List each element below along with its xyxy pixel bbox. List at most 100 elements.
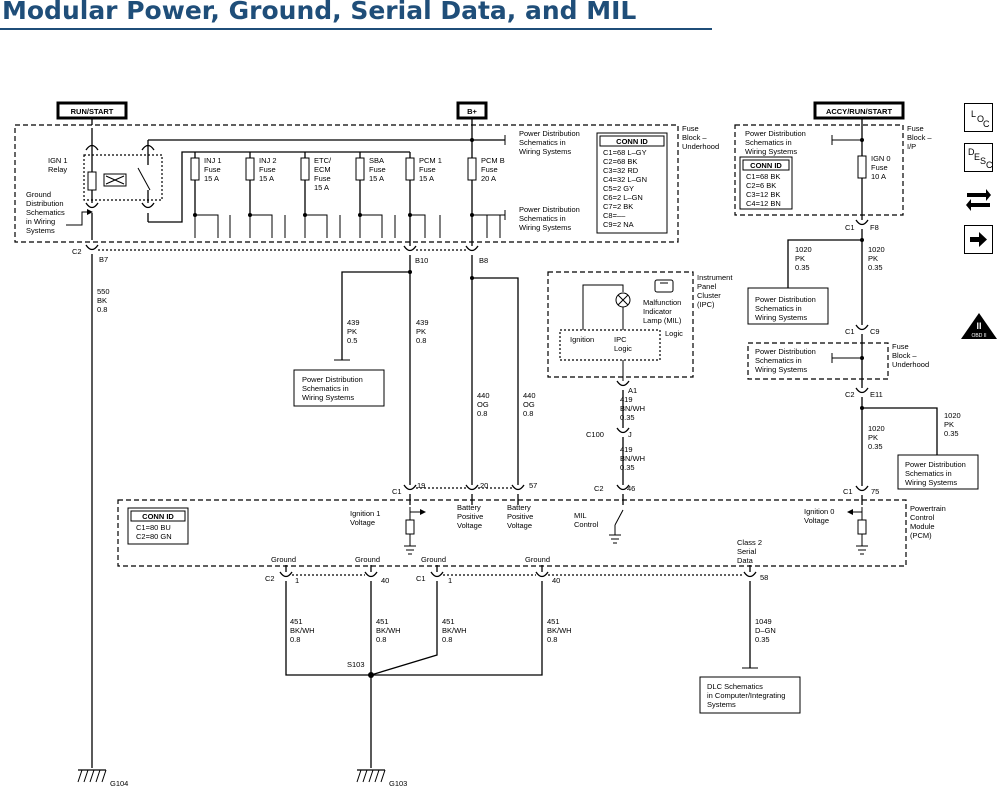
svg-text:Panel: Panel [697, 282, 717, 291]
svg-text:C1: C1 [845, 223, 855, 232]
svg-text:in Wiring: in Wiring [26, 217, 55, 226]
svg-text:1020: 1020 [868, 424, 885, 433]
svg-text:Ignition: Ignition [570, 335, 594, 344]
svg-text:15 A: 15 A [419, 174, 434, 183]
svg-text:40: 40 [381, 576, 389, 585]
svg-text:Fuse: Fuse [369, 165, 386, 174]
connector-b8: B8 440 OG 0.8 440 OG 0.8 [416, 245, 536, 485]
svg-text:Cluster: Cluster [697, 291, 721, 300]
svg-text:15 A: 15 A [259, 174, 274, 183]
svg-text:451: 451 [376, 617, 389, 626]
svg-text:1020: 1020 [944, 411, 961, 420]
connector-swap-icon[interactable] [964, 184, 993, 213]
wire-1020-ip-a: 1020 PK 0.35 1020 PK 0.35 [787, 238, 885, 288]
fuse-pcmb: PCM B Fuse 20 A [467, 140, 505, 246]
svg-text:ECM: ECM [314, 165, 331, 174]
svg-text:Instrument: Instrument [697, 273, 733, 282]
swap-arrows-icon [966, 189, 991, 211]
description-button[interactable]: D E S C [964, 143, 993, 172]
fuse-ign0: IGN 0 Fuse 10 A [857, 125, 891, 220]
svg-text:0.8: 0.8 [523, 409, 533, 418]
fuse-pcm1: PCM 1 Fuse 15 A [405, 152, 442, 246]
power-dist-ref-ip: Power Distribution Schematics in Wiring … [745, 129, 864, 156]
ground-g103: G103 [356, 769, 407, 788]
svg-text:Wiring Systems: Wiring Systems [755, 313, 807, 322]
svg-text:J: J [628, 430, 632, 439]
pcm-bottom-pins: Ground Ground Ground Ground Class 2 Seri… [265, 538, 768, 585]
connector-c100-j: C100 J 419 BN/WH 0.35 [586, 427, 645, 485]
svg-text:Power Distribution: Power Distribution [905, 460, 966, 469]
location-button[interactable]: L O C [964, 103, 993, 132]
svg-text:Class 2: Class 2 [737, 538, 762, 547]
svg-text:Voltage: Voltage [507, 521, 532, 530]
connector-c2-e11: C2 E11 [845, 387, 883, 486]
svg-text:439: 439 [347, 318, 360, 327]
svg-text:440: 440 [523, 391, 536, 400]
accy-run-start-header: ACCY/RUN/START [813, 101, 905, 125]
ign1-relay: IGN 1 Relay [48, 128, 163, 209]
svg-text:0.35: 0.35 [944, 429, 959, 438]
svg-text:Voltage: Voltage [457, 521, 482, 530]
svg-text:BK/WH: BK/WH [376, 626, 401, 635]
fuse-output-stubs [193, 138, 501, 238]
svg-text:439: 439 [416, 318, 429, 327]
svg-text:Ground: Ground [355, 555, 380, 564]
svg-text:INJ 2: INJ 2 [259, 156, 277, 165]
svg-text:451: 451 [290, 617, 303, 626]
svg-text:BN/WH: BN/WH [620, 404, 645, 413]
svg-text:0.8: 0.8 [416, 336, 426, 345]
svg-text:Schematics in: Schematics in [519, 138, 566, 147]
obd-ii-icon[interactable]: II OBD II [961, 313, 997, 339]
svg-text:BN/WH: BN/WH [620, 454, 645, 463]
svg-text:Distribution: Distribution [26, 199, 64, 208]
svg-text:Block –: Block – [682, 133, 707, 142]
svg-text:Schematics in: Schematics in [519, 214, 566, 223]
svg-text:OG: OG [523, 400, 535, 409]
next-page-button[interactable] [964, 225, 993, 254]
svg-text:Powertrain: Powertrain [910, 504, 946, 513]
svg-text:0.8: 0.8 [547, 635, 557, 644]
svg-text:Wiring Systems: Wiring Systems [745, 147, 797, 156]
svg-text:Systems: Systems [707, 700, 736, 709]
svg-text:Fuse: Fuse [481, 165, 498, 174]
svg-text:D–GN: D–GN [755, 626, 776, 635]
svg-text:PCM B: PCM B [481, 156, 505, 165]
svg-text:Systems: Systems [26, 226, 55, 235]
svg-text:IGN 1: IGN 1 [48, 156, 68, 165]
svg-text:IGN 0: IGN 0 [871, 154, 891, 163]
connector-a1: A1 419 BN/WH 0.35 [616, 380, 645, 428]
svg-text:(PCM): (PCM) [910, 531, 932, 540]
conn-id-ip: CONN ID C1=68 BK C2=6 BK C3=12 BK C4=12 … [739, 156, 793, 210]
loc-letter-l: L [971, 109, 977, 119]
svg-text:0.8: 0.8 [477, 409, 487, 418]
svg-text:Battery: Battery [457, 503, 481, 512]
svg-text:Ignition 1: Ignition 1 [350, 509, 380, 518]
desc-letter-c: C [986, 160, 993, 170]
svg-text:Power Distribution: Power Distribution [519, 129, 580, 138]
svg-text:II: II [976, 321, 981, 331]
svg-text:Power Distribution: Power Distribution [519, 205, 580, 214]
svg-text:Power Distribution: Power Distribution [755, 347, 816, 356]
svg-text:440: 440 [477, 391, 490, 400]
run-start-header: RUN/START [56, 101, 128, 125]
svg-text:BK/WH: BK/WH [547, 626, 572, 635]
svg-text:Serial: Serial [737, 547, 757, 556]
svg-text:PK: PK [868, 254, 878, 263]
svg-text:INJ 1: INJ 1 [204, 156, 222, 165]
svg-text:Logic: Logic [665, 329, 683, 338]
svg-text:0.35: 0.35 [868, 263, 883, 272]
power-dist-ref-box-a: Power Distribution Schematics in Wiring … [747, 287, 829, 325]
pcm-module: Powertrain Control Module (PCM) [117, 499, 946, 567]
svg-text:451: 451 [547, 617, 560, 626]
svg-text:IPC: IPC [614, 335, 627, 344]
svg-text:C100: C100 [586, 430, 604, 439]
svg-text:G104: G104 [110, 779, 128, 788]
svg-text:Control: Control [574, 520, 599, 529]
svg-text:C9=2 NA: C9=2 NA [603, 220, 634, 229]
svg-text:Wiring Systems: Wiring Systems [905, 478, 957, 487]
svg-text:Power Distribution: Power Distribution [745, 129, 806, 138]
svg-text:15 A: 15 A [369, 174, 384, 183]
conn-id-underhood: CONN ID C1=68 L–GY C2=68 BK C3=32 RD C4=… [596, 132, 668, 234]
svg-text:C1: C1 [845, 327, 855, 336]
connector-b10: B10 439 PK 0.5 439 PK 0.8 [341, 245, 429, 485]
